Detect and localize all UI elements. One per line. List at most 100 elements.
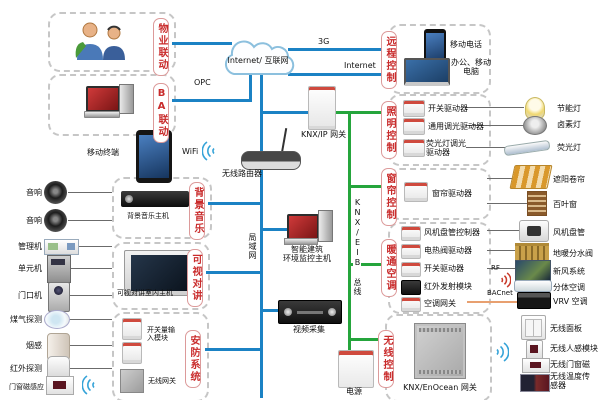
- security-input-label: 开关量输入模块: [147, 326, 175, 343]
- bacnet-label: BACnet: [487, 289, 513, 297]
- cloud-label: Internet/ 互联网: [227, 56, 289, 65]
- opc-label: OPC: [194, 78, 211, 87]
- rf-label: RF: [491, 264, 500, 272]
- halogen-lamp-label: 卤素灯: [557, 120, 581, 129]
- security-wireless-gateway-icon: [120, 369, 144, 393]
- line-to-ip-gateway: [263, 111, 309, 114]
- wireless-pir-label: 无线人感模块: [550, 344, 598, 353]
- bacnet-line: [467, 301, 517, 303]
- line-to-host: [263, 228, 289, 231]
- bgm-host-label: 背景音乐主机: [127, 212, 169, 220]
- line-smoke: [70, 345, 112, 346]
- bus-line-to-wireless: [351, 338, 385, 341]
- ir-transmitter-icon: [401, 280, 421, 295]
- manager-icon: [44, 239, 79, 255]
- doorphone-label: 门口机: [18, 291, 42, 300]
- awning-label: 遮阳卷帘: [553, 175, 585, 184]
- split-ac-icon: [514, 280, 552, 292]
- property-linkage-pill: 物业联动: [153, 18, 169, 76]
- rf-wifi-icon: [501, 272, 511, 288]
- enocean-gateway-icon: [414, 323, 466, 379]
- line-internet: [288, 73, 388, 76]
- laptop-label: 办公、移动电脑: [451, 58, 491, 77]
- line-speaker1: [68, 192, 112, 193]
- router-label: 无线路由器: [222, 169, 262, 178]
- curtain-control-pill: 窗帘控制: [381, 168, 397, 226]
- universal-dimmer-icon: [403, 118, 425, 135]
- fancoil-controller-icon: [401, 226, 421, 241]
- unit-icon: [47, 255, 71, 283]
- line-freshair: [487, 268, 515, 269]
- freshair-label: 新风系统: [553, 267, 585, 276]
- vrv-ac-icon: [517, 292, 551, 309]
- wireless-control-pill: 无线控制: [378, 330, 394, 388]
- halogen-lamp-icon: [523, 116, 547, 135]
- line-to-intercom: [206, 271, 260, 274]
- speaker2-icon: [44, 209, 67, 232]
- knx-ip-gateway-icon: [308, 86, 336, 130]
- internet-label: Internet: [344, 61, 376, 70]
- line-cfl: [466, 107, 524, 108]
- background-music-pill: 背景音乐: [189, 182, 205, 240]
- enocean-gateway-label: KNX/EnOcean 网关: [403, 383, 477, 392]
- blinds-icon: [527, 191, 547, 216]
- ba-tower-icon: [119, 84, 134, 114]
- security-system-pill: 安防系统: [185, 330, 201, 388]
- freshair-icon: [515, 260, 551, 281]
- power-supply-icon: [338, 350, 374, 388]
- line-manifold: [487, 250, 515, 251]
- wireless-panel-label: 无线面板: [550, 324, 582, 333]
- line-unit: [70, 268, 112, 269]
- ac-gateway-label: 空调网关: [424, 299, 456, 308]
- lighting-control-pill: 照明控制: [381, 101, 397, 159]
- line-tube: [466, 147, 506, 148]
- hvac-switch-actuator-label: 开关驱动器: [424, 264, 464, 273]
- curtain-actuator-label: 窗帘驱动器: [432, 189, 472, 198]
- remote-control-pill: 远程控制: [381, 31, 397, 89]
- line-manager: [78, 246, 112, 247]
- smoke-label: 烟感: [26, 341, 42, 350]
- wireless-temp-label: 无线温度传感器: [550, 372, 590, 391]
- doormag-label: 门窗磁感应: [9, 383, 44, 391]
- property-staff-icon: [75, 22, 125, 60]
- gas-label: 煤气探测: [10, 315, 42, 324]
- cfl-lamp-label: 节能灯: [557, 104, 581, 113]
- fluorescent-tube-icon: [503, 139, 551, 157]
- split-ac-label: 分体空调: [553, 283, 585, 292]
- power-label: 电源: [346, 387, 362, 396]
- speaker1-label: 音响: [26, 188, 42, 197]
- ba-keyboard-icon: [84, 111, 120, 118]
- host-monitor-icon: [287, 214, 319, 240]
- line-speaker2: [68, 220, 112, 221]
- line-ba-horizontal: [172, 99, 252, 102]
- line-halogen: [466, 125, 523, 126]
- bgm-host-icon: [121, 191, 189, 207]
- host-tower-icon: [318, 210, 333, 242]
- unit-label: 单元机: [18, 264, 42, 273]
- doorphone-icon: [48, 282, 70, 312]
- host-label-line2: 环境监控主机: [283, 254, 331, 263]
- ba-linkage-pill: BA联动: [153, 83, 169, 143]
- switch-actuator-label: 开关驱动器: [428, 104, 468, 113]
- intercom-host-icon: [124, 250, 198, 296]
- mobile-phone-label: 移动电话: [450, 40, 482, 49]
- line-doorphone: [70, 295, 112, 296]
- line-ba-vertical: [249, 70, 252, 102]
- ba-monitor-icon: [86, 86, 120, 112]
- hvac-control-pill: 暖通空调: [381, 239, 397, 297]
- line-3g: [288, 48, 388, 51]
- knx-bus-label: KNX/EIB 总线: [353, 197, 362, 297]
- internet-cloud-icon: [224, 40, 295, 75]
- line-to-security: [205, 348, 260, 351]
- manifold-label: 地暖分水阀: [553, 249, 593, 258]
- host-label-line1: 智能建筑: [291, 245, 323, 254]
- line-lan-vertical: [260, 74, 263, 398]
- line-pir: [70, 368, 112, 369]
- video-intercom-pill: 可视对讲: [187, 249, 203, 307]
- fluorescent-tube-label: 荧光灯: [557, 143, 581, 152]
- gas-detector-icon: [44, 310, 70, 329]
- ac-gateway-icon: [401, 297, 421, 312]
- security-input-module-icon2: [122, 342, 142, 364]
- line-gas: [67, 319, 112, 320]
- knx-bus-vertical: [348, 111, 351, 354]
